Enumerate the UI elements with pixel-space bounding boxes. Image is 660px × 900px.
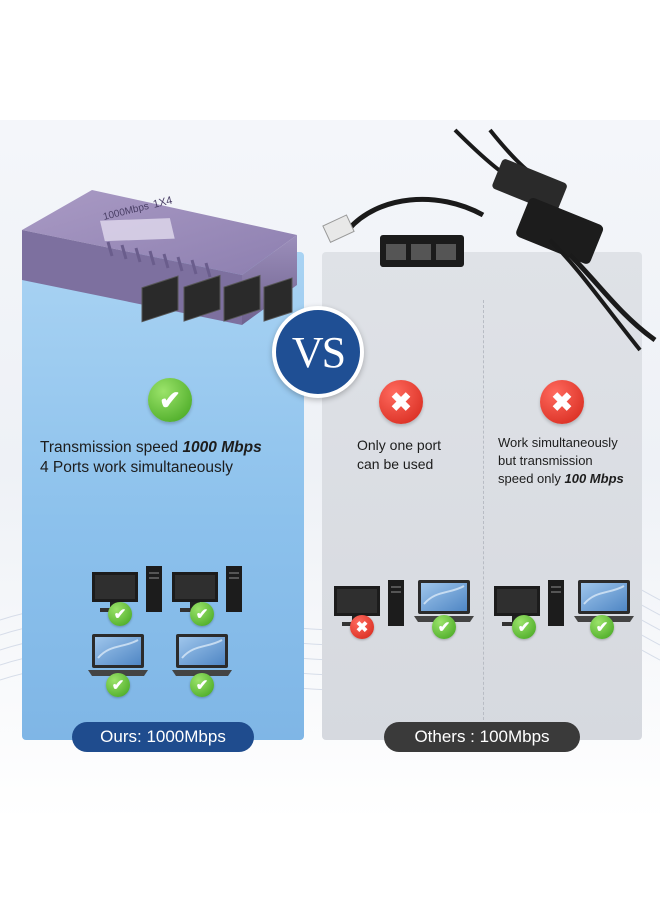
y-splitter-image xyxy=(453,128,657,352)
check-icon: ✔ xyxy=(190,673,214,697)
check-icon: ✔ xyxy=(108,602,132,626)
others-panel xyxy=(322,252,642,740)
laptop-icon xyxy=(172,634,232,677)
check-icon: ✔ xyxy=(590,615,614,639)
ours-line2: 4 Ports work simultaneously xyxy=(40,459,233,476)
ours-speed-value: 1000 Mbps xyxy=(182,439,262,456)
check-icon: ✔ xyxy=(190,602,214,626)
middle-line2: can be used xyxy=(357,456,434,472)
check-icon: ✔ xyxy=(512,615,536,639)
cross-icon: ✖ xyxy=(379,380,423,424)
cross-icon: ✖ xyxy=(350,615,374,639)
switch-ratio-label: 1X4 xyxy=(152,195,174,211)
others-speed-badge: Others : 100Mbps xyxy=(384,722,580,752)
ethernet-switch-image: 1000Mbps 1X4 xyxy=(22,190,297,325)
ours-description: Transmission speed 1000 Mbps 4 Ports wor… xyxy=(40,438,262,478)
cross-icon: ✖ xyxy=(540,380,584,424)
ours-panel xyxy=(22,252,304,740)
vs-badge: VS xyxy=(272,306,364,398)
right-line1: Work simultaneously xyxy=(498,435,618,450)
ours-speed-badge: Ours: 1000Mbps xyxy=(72,722,254,752)
column-divider xyxy=(483,300,484,720)
right-description: Work simultaneously but transmission spe… xyxy=(498,434,624,488)
right-line2: but transmission xyxy=(498,453,593,468)
right-speed-value: 100 Mbps xyxy=(564,471,624,486)
check-icon: ✔ xyxy=(432,615,456,639)
splitter-1to3-image xyxy=(322,196,485,267)
laptop-icon xyxy=(88,634,148,677)
check-icon: ✔ xyxy=(106,673,130,697)
ours-line1: Transmission speed xyxy=(40,439,183,456)
check-icon: ✔ xyxy=(148,378,192,422)
middle-description: Only one port can be used xyxy=(357,436,441,474)
middle-line1: Only one port xyxy=(357,437,442,453)
right-line3: speed only xyxy=(498,471,565,486)
